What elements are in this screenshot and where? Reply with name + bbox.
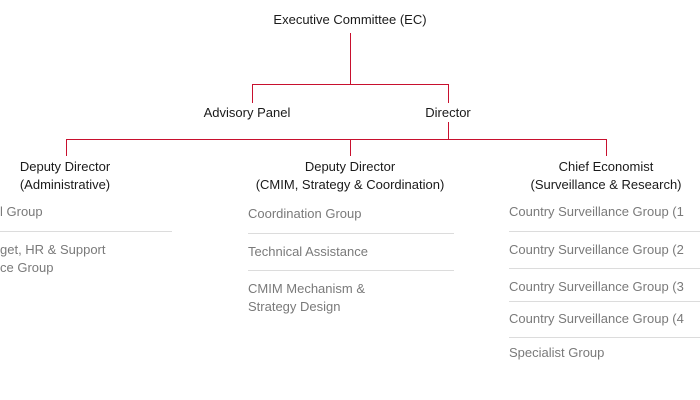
economist-item-specialist: Specialist Group (509, 345, 605, 360)
deputy-director-cmim-subtitle: (CMIM, Strategy & Coordination) (255, 177, 445, 192)
economist-item-csg-3: Country Surveillance Group (3 (509, 279, 684, 294)
admin-item-2-line-2: ce Group (0, 260, 54, 275)
deputy-director-cmim-node: Deputy Director (CMIM, Strategy & Coordi… (256, 158, 445, 194)
cmim-item-mechanism-line-2: Strategy Design (248, 299, 341, 314)
deputy-director-admin-subtitle: (Administrative) (19, 177, 111, 192)
economist-item-csg-4: Country Surveillance Group (4 (509, 311, 684, 326)
cmim-separator-2 (248, 270, 454, 271)
economist-drop-line (606, 139, 607, 156)
branch-horizontal-line (66, 139, 607, 140)
admin-drop-line (66, 139, 67, 156)
admin-item-2-line-1: get, HR & Support (0, 242, 106, 257)
admin-separator-1 (0, 231, 172, 232)
chief-economist-node: Chief Economist (Surveillance & Research… (530, 158, 681, 194)
cmim-item-mechanism-line-1: CMIM Mechanism & (248, 281, 366, 296)
deputy-director-admin-title: Deputy Director (19, 159, 111, 174)
economist-item-csg-2: Country Surveillance Group (2 (509, 242, 684, 257)
economist-separator-4 (509, 337, 700, 338)
deputy-director-cmim-title: Deputy Director (304, 159, 396, 174)
economist-separator-2 (509, 268, 700, 269)
cmim-separator-1 (248, 233, 454, 234)
director-drop-line (448, 84, 449, 103)
advisory-panel-node: Advisory Panel (203, 105, 291, 120)
chief-economist-subtitle: (Surveillance & Research) (530, 177, 682, 192)
advisory-drop-line (252, 84, 253, 103)
cmim-item-technical: Technical Assistance (248, 244, 368, 259)
deputy-director-admin-node: Deputy Director (Administrative) (20, 158, 110, 194)
chief-economist-title: Chief Economist (558, 159, 654, 174)
ec-horizontal-line (252, 84, 449, 85)
director-node: Director (425, 105, 471, 120)
cmim-item-coordination: Coordination Group (248, 206, 362, 221)
cmim-drop-line (350, 139, 351, 156)
executive-committee-node: Executive Committee (EC) (273, 12, 427, 27)
economist-item-csg-1: Country Surveillance Group (1 (509, 204, 684, 219)
economist-separator-1 (509, 231, 700, 232)
admin-item-1: l Group (0, 204, 43, 219)
economist-separator-3 (509, 301, 700, 302)
director-stem-line (448, 122, 449, 140)
ec-stem-line (350, 33, 351, 85)
